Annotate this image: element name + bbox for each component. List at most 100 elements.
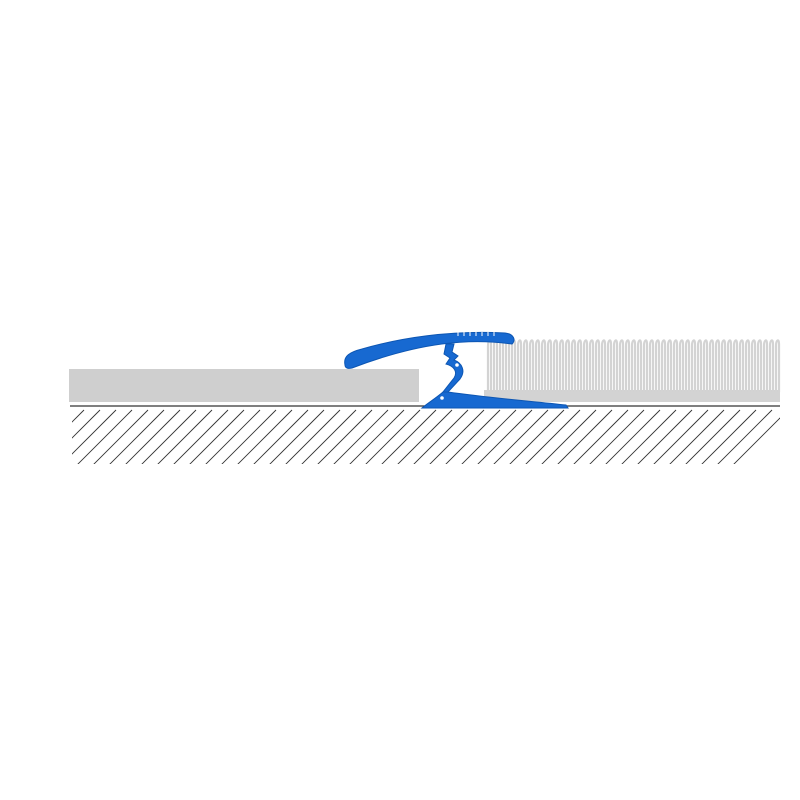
carpet-pile-loop: [594, 339, 601, 394]
hatch-line: [301, 409, 357, 464]
hatch-line: [381, 409, 437, 464]
carpet-pile-loop: [666, 339, 673, 394]
hatch-line: [93, 409, 149, 464]
carpet-pile-loop: [516, 339, 523, 394]
hatch-line: [72, 409, 117, 455]
carpet-pile-loop: [750, 339, 757, 394]
hatch-line: [701, 409, 757, 464]
carpet-pile-loop: [510, 339, 517, 394]
carpet-pile-loop: [558, 339, 565, 394]
hatch-line: [125, 409, 181, 464]
hatch-line: [72, 409, 101, 439]
hatch-line: [109, 409, 165, 464]
hatch-line: [141, 409, 197, 464]
carpet-pile-loop: [504, 339, 511, 394]
hatch-line: [397, 409, 453, 464]
carpet-pile-loop: [774, 339, 781, 394]
hatch-line: [12, 410, 68, 466]
hatch-line: [77, 409, 133, 464]
carpet-pile-loop: [546, 339, 553, 394]
carpet-pile-loop: [756, 339, 763, 394]
carpet-pile-loop: [678, 339, 685, 394]
hatch-line: [285, 409, 341, 464]
carpet-pile-loop: [630, 339, 637, 394]
hatch-line: [621, 409, 677, 464]
hatch-line: [221, 409, 277, 464]
carpet-pile-loop: [600, 339, 607, 394]
hatch-line: [429, 409, 485, 464]
carpet-pile-loop: [636, 339, 643, 394]
transition-profile: [344, 331, 569, 409]
hatch-line: [685, 409, 741, 464]
carpet-pile-loop: [768, 339, 775, 394]
carpet-pile-loop: [714, 339, 721, 394]
hatch-line: [205, 409, 261, 464]
carpet-pile-loop: [612, 339, 619, 394]
carpet-pile-loop: [624, 339, 631, 394]
carpet-pile-loop: [654, 339, 661, 394]
carpet-backing: [484, 390, 780, 402]
profile-web: [441, 343, 464, 393]
hatch-line: [557, 409, 613, 464]
carpet-pile-loop: [684, 339, 691, 394]
hatch-line: [445, 409, 501, 464]
carpet-pile-loop: [696, 339, 703, 394]
hatch-line: [525, 409, 581, 464]
hatch-line: [477, 409, 533, 464]
carpet-pile-loop: [690, 339, 697, 394]
hatch-line: [157, 409, 213, 464]
hatch-line: [333, 409, 389, 464]
carpet: [484, 339, 781, 402]
hatch-line: [173, 409, 229, 464]
carpet-pile-loop: [588, 339, 595, 394]
carpet-pile-loop: [576, 339, 583, 394]
carpet-pile-loop: [582, 339, 589, 394]
carpet-pile-loop: [642, 339, 649, 394]
carpet-pile-loop: [762, 339, 769, 394]
hatch-line: [0, 410, 52, 466]
profile-cap: [344, 331, 515, 369]
hatch-line: [461, 409, 517, 464]
hatch-line: [317, 409, 373, 464]
profile-screw-hole-bottom: [440, 396, 444, 400]
carpet-pile-loop: [744, 339, 751, 394]
carpet-pile-loop: [528, 339, 535, 394]
carpet-pile-loop: [672, 339, 679, 394]
carpet-pile-loop: [486, 339, 493, 394]
hatch-line: [0, 410, 36, 466]
hatch-line: [0, 410, 20, 466]
carpet-pile: [486, 339, 781, 394]
hatch-line: [269, 409, 325, 464]
hatch-line: [493, 409, 549, 464]
hatch-line: [605, 409, 661, 464]
carpet-pile-loop: [570, 339, 577, 394]
profile-screw-hole-top: [455, 363, 459, 367]
hatch-line: [717, 409, 773, 464]
hatch-line: [413, 409, 469, 464]
hatch-line: [669, 409, 725, 464]
hatch-line: [189, 409, 245, 464]
hatch-line: [541, 409, 597, 464]
carpet-pile-loop: [552, 339, 559, 394]
carpet-pile-loop: [540, 339, 547, 394]
carpet-pile-loop: [648, 339, 655, 394]
carpet-pile-loop: [738, 339, 745, 394]
carpet-pile-loop: [564, 339, 571, 394]
hatch-line: [72, 409, 85, 423]
carpet-pile-loop: [708, 339, 715, 394]
carpet-pile-loop: [534, 339, 541, 394]
carpet-pile-loop: [492, 339, 499, 394]
hatch-line: [733, 417, 780, 464]
hatch-line: [365, 409, 421, 464]
carpet-pile-loop: [726, 339, 733, 394]
carpet-pile-loop: [660, 339, 667, 394]
hatch-line: [349, 409, 405, 464]
hatch-line: [637, 409, 693, 464]
profile-cap-grip: [457, 332, 495, 336]
hatch-line: [589, 409, 645, 464]
carpet-pile-loop: [720, 339, 727, 394]
hatch-line: [509, 409, 565, 464]
subfloor-hatching: [0, 409, 780, 466]
carpet-pile-loop: [498, 339, 505, 394]
